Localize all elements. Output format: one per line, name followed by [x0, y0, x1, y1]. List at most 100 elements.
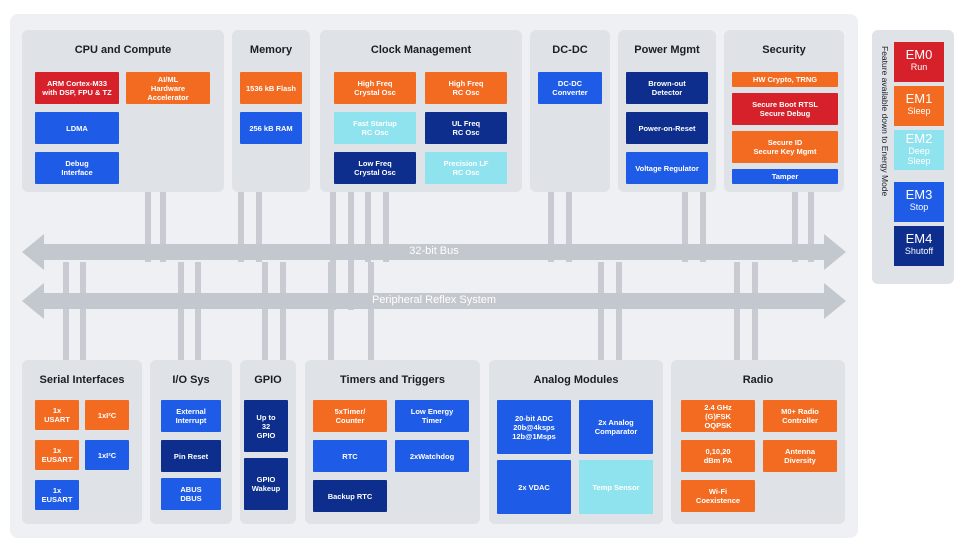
connector-line	[792, 190, 798, 262]
feature-block: Precision LF RC Osc	[425, 152, 507, 184]
panel-title: GPIO	[254, 374, 282, 386]
feature-block: AI/ML Hardware Accelerator	[126, 72, 210, 104]
em-label: Run	[910, 62, 928, 72]
feature-block: External Interrupt	[161, 400, 221, 432]
connector-line	[598, 262, 604, 362]
em-label: Deep Sleep	[907, 146, 931, 166]
em-name: EM2	[905, 131, 933, 146]
panel-title: Security	[762, 44, 806, 56]
connector-line	[365, 190, 371, 262]
feature-block: 1x EUSART	[35, 480, 79, 510]
connector-line	[178, 262, 184, 362]
feature-block: Antenna Diversity	[763, 440, 837, 472]
connector-line	[368, 262, 374, 362]
feature-block: Brown-out Detector	[626, 72, 708, 104]
em-name: EM0	[905, 47, 933, 62]
feature-block: Secure Boot RTSL Secure Debug	[732, 93, 838, 125]
feature-block: Wi-Fi Coexistence	[681, 480, 755, 512]
feature-block: RTC	[313, 440, 387, 472]
feature-block: HW Crypto, TRNG	[732, 72, 838, 87]
connector-line	[160, 190, 166, 262]
panel-title: Serial Interfaces	[39, 374, 125, 386]
panel-title: DC-DC	[552, 44, 588, 56]
connector-line	[262, 262, 268, 362]
feature-block: LDMA	[35, 112, 119, 144]
connector-line	[280, 262, 286, 362]
connector-line	[80, 262, 86, 362]
panel-title: I/O Sys	[172, 374, 210, 386]
connector-line	[328, 262, 334, 362]
connector-line	[734, 262, 740, 362]
panel-title: Memory	[249, 44, 293, 56]
feature-block: 2x VDAC	[497, 460, 571, 514]
feature-block: ABUS DBUS	[161, 478, 221, 510]
feature-block: 1x EUSART	[35, 440, 79, 470]
panel-dcdc: DC-DC	[530, 30, 610, 192]
bus-label: Peripheral Reflex System	[371, 294, 497, 306]
em-name: EM3	[905, 187, 933, 202]
panel-title: Power Mgmt	[634, 44, 700, 56]
feature-block: Pin Reset	[161, 440, 221, 472]
feature-block: Power-on-Reset	[626, 112, 708, 144]
energy-mode-legend: Feature available down to Energy Mode EM…	[872, 30, 954, 284]
em-name: EM1	[905, 91, 933, 106]
feature-block: 1536 kB Flash	[240, 72, 302, 104]
feature-block: 2x Analog Comparator	[579, 400, 653, 454]
panel-memory: Memory	[232, 30, 310, 192]
em-name: EM4	[905, 231, 933, 246]
connector-line	[682, 190, 688, 262]
connector-line	[808, 190, 814, 262]
feature-block: Fast Startup RC Osc	[334, 112, 416, 144]
feature-block: Debug Interface	[35, 152, 119, 184]
panel-title: Timers and Triggers	[340, 374, 445, 386]
feature-block: Up to 32 GPIO	[244, 400, 288, 452]
feature-block: 1xI²C	[85, 440, 129, 470]
feature-block: Low Freq Crystal Osc	[334, 152, 416, 184]
bus-label: 32-bit Bus	[409, 245, 459, 257]
connector-line	[616, 262, 622, 362]
connector-line	[700, 190, 706, 262]
feature-block: 2.4 GHz (G)FSK OQPSK	[681, 400, 755, 432]
em-label: Stop	[909, 202, 929, 212]
connector-line	[752, 262, 758, 362]
feature-block: Temp Sensor	[579, 460, 653, 514]
feature-block: Secure ID Secure Key Mgmt	[732, 131, 838, 163]
feature-block: Backup RTC	[313, 480, 387, 512]
legend-caption: Feature available down to Energy Mode	[880, 46, 890, 197]
connector-line	[548, 190, 554, 262]
32-bit-bus: 32-bit Bus	[22, 232, 846, 272]
connector-line	[383, 190, 389, 262]
feature-block: Voltage Regulator	[626, 152, 708, 184]
connector-line	[256, 190, 262, 262]
feature-block: 5xTimer/ Counter	[313, 400, 387, 432]
feature-block: 2xWatchdog	[395, 440, 469, 472]
feature-block: High Freq Crystal Osc	[334, 72, 416, 104]
feature-block: DC-DC Converter	[538, 72, 602, 104]
connector-line	[63, 262, 69, 362]
feature-block: 256 kB RAM	[240, 112, 302, 144]
feature-block: 0,10,20 dBm PA	[681, 440, 755, 472]
connector-line	[145, 190, 151, 262]
feature-block: UL Freq RC Osc	[425, 112, 507, 144]
connector-line	[195, 262, 201, 362]
feature-block: 20-bit ADC 20b@4ksps 12b@1Msps	[497, 400, 571, 454]
feature-block: ARM Cortex-M33 with DSP, FPU & TZ	[35, 72, 119, 104]
peripheral-reflex-system-bus: Peripheral Reflex System	[22, 281, 846, 321]
connector-line	[238, 190, 244, 262]
em-label: Shutoff	[904, 246, 934, 256]
em-label: Sleep	[907, 106, 931, 116]
feature-block: M0+ Radio Controller	[763, 400, 837, 432]
panel-title: Radio	[742, 374, 774, 386]
panel-title: CPU and Compute	[74, 44, 172, 56]
connector-line	[566, 190, 572, 262]
feature-block: GPIO Wakeup	[244, 458, 288, 510]
feature-block: Tamper	[732, 169, 838, 184]
feature-block: 1x USART	[35, 400, 79, 430]
feature-block: 1xI²C	[85, 400, 129, 430]
feature-block: High Freq RC Osc	[425, 72, 507, 104]
